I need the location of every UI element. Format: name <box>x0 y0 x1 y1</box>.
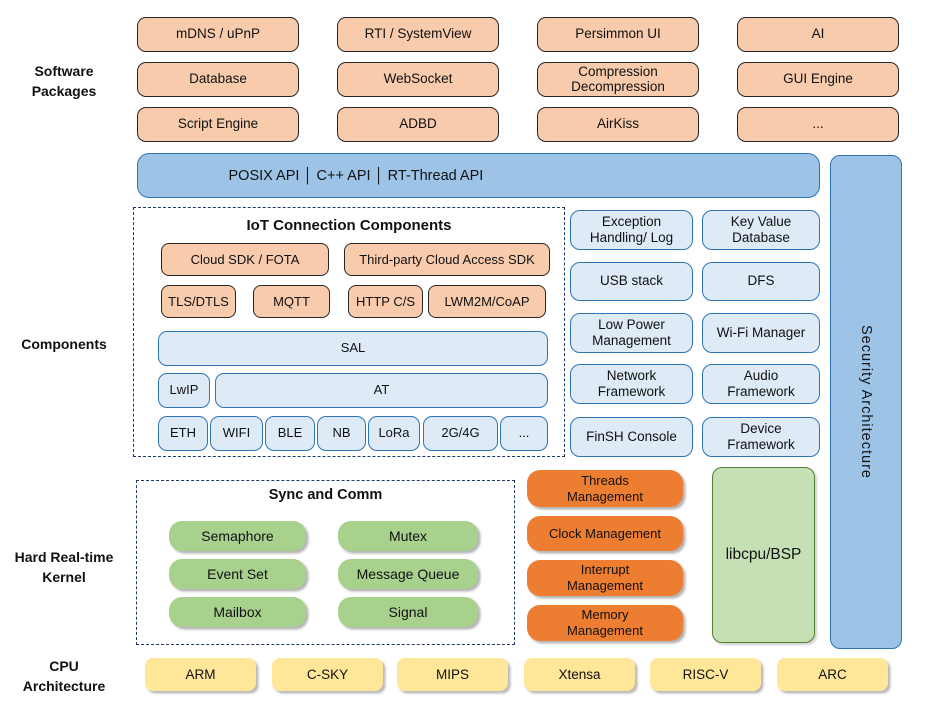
package-box: AI <box>737 17 899 52</box>
mutex-box: Mutex <box>338 521 478 551</box>
at-box: AT <box>215 373 548 408</box>
api-bar: POSIX API │ C++ API │ RT-Thread API <box>137 153 820 198</box>
finsh-console-box: FinSH Console <box>570 417 693 457</box>
ble-box: BLE <box>265 416 315 451</box>
message-queue-box: Message Queue <box>338 559 478 589</box>
package-box: WebSocket <box>337 62 499 97</box>
security-architecture-bar: Security Architecture <box>830 155 902 649</box>
lora-box: LoRa <box>368 416 420 451</box>
eth-box: ETH <box>158 416 208 451</box>
signal-box: Signal <box>338 597 478 627</box>
2g4g-box: 2G/4G <box>423 416 498 451</box>
package-box: mDNS / uPnP <box>137 17 299 52</box>
sync-and-comm-group: Sync and Comm Semaphore Mutex Event Set … <box>136 480 515 645</box>
lwip-box: LwIP <box>158 373 210 408</box>
tls-dtls-box: TLS/DTLS <box>161 285 236 318</box>
device-framework-box: Device Framework <box>702 417 820 457</box>
event-set-box: Event Set <box>169 559 306 589</box>
package-box: Persimmon UI <box>537 17 699 52</box>
threads-management-box: Threads Management <box>527 470 683 507</box>
package-box: GUI Engine <box>737 62 899 97</box>
api-bar-label: POSIX API │ C++ API │ RT-Thread API <box>228 167 484 184</box>
http-cs-box: HTTP C/S <box>348 285 423 318</box>
libcpu-bsp-box: libcpu/BSP <box>712 467 815 643</box>
package-box: Script Engine <box>137 107 299 142</box>
iot-group-title: IoT Connection Components <box>246 217 452 234</box>
label-components: Components <box>21 336 107 352</box>
dfs-box: DFS <box>702 262 820 301</box>
interrupt-management-box: Interrupt Management <box>527 560 683 596</box>
mailbox-box: Mailbox <box>169 597 306 627</box>
mqtt-box: MQTT <box>253 285 330 318</box>
label-cpu-architecture: CPU Architecture <box>22 658 106 694</box>
label-software-packages: Software Packages <box>31 63 97 99</box>
software-packages-grid: mDNS / uPnP RTI / SystemView Persimmon U… <box>137 17 899 142</box>
cpu-mips-box: MIPS <box>397 658 508 691</box>
exception-handling-log-box: Exception Handling/ Log <box>570 210 693 250</box>
cpu-riscv-box: RISC-V <box>650 658 761 691</box>
cpu-csky-box: C-SKY <box>272 658 383 691</box>
iot-connection-components-group: IoT Connection Components Cloud SDK / FO… <box>133 207 565 457</box>
package-box: Database <box>137 62 299 97</box>
memory-management-box: Memory Management <box>527 605 683 641</box>
nb-box: NB <box>317 416 366 451</box>
package-box: RTI / SystemView <box>337 17 499 52</box>
wifi-box: WIFI <box>210 416 263 451</box>
package-box: ... <box>737 107 899 142</box>
security-architecture-label: Security Architecture <box>858 325 874 479</box>
label-hard-realtime-kernel: Hard Real-time Kernel <box>14 549 114 585</box>
sal-box: SAL <box>158 331 548 366</box>
clock-management-box: Clock Management <box>527 516 683 551</box>
package-box: AirKiss <box>537 107 699 142</box>
more-links-box: ... <box>500 416 548 451</box>
package-box: Compression Decompression <box>537 62 699 97</box>
usb-stack-box: USB stack <box>570 262 693 301</box>
low-power-management-box: Low Power Management <box>570 313 693 353</box>
third-party-cloud-box: Third-party Cloud Access SDK <box>344 243 550 276</box>
cloud-sdk-fota-box: Cloud SDK / FOTA <box>161 243 329 276</box>
package-box: ADBD <box>337 107 499 142</box>
wifi-manager-box: Wi-Fi Manager <box>702 313 820 353</box>
semaphore-box: Semaphore <box>169 521 306 551</box>
cpu-xtensa-box: Xtensa <box>524 658 635 691</box>
lwm2m-coap-box: LWM2M/CoAP <box>428 285 546 318</box>
cpu-arc-box: ARC <box>777 658 888 691</box>
audio-framework-box: Audio Framework <box>702 364 820 404</box>
network-framework-box: Network Framework <box>570 364 693 404</box>
key-value-database-box: Key Value Database <box>702 210 820 250</box>
sync-comm-title: Sync and Comm <box>268 487 383 503</box>
cpu-arm-box: ARM <box>145 658 256 691</box>
